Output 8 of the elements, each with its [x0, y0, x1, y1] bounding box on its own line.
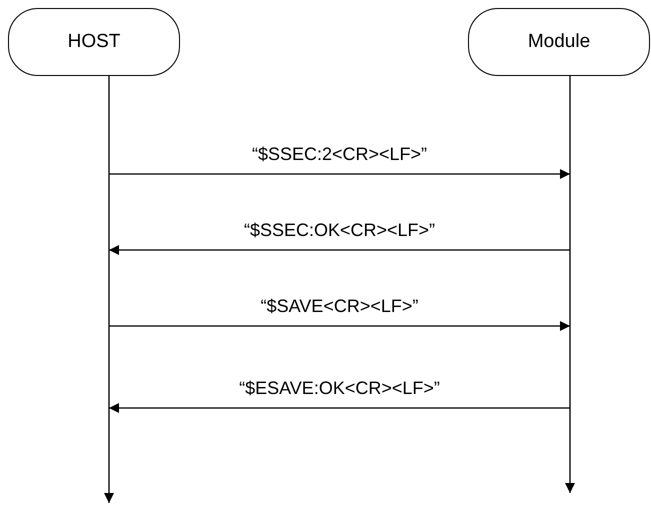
message-arrow: [109, 245, 570, 255]
message-arrow: [109, 321, 570, 331]
lifeline: [104, 76, 114, 503]
lifeline: [565, 76, 575, 493]
message-arrow: [109, 169, 570, 179]
participant-box: Module: [468, 8, 650, 76]
participant-box: HOST: [8, 8, 180, 76]
message-arrow: [109, 403, 570, 413]
